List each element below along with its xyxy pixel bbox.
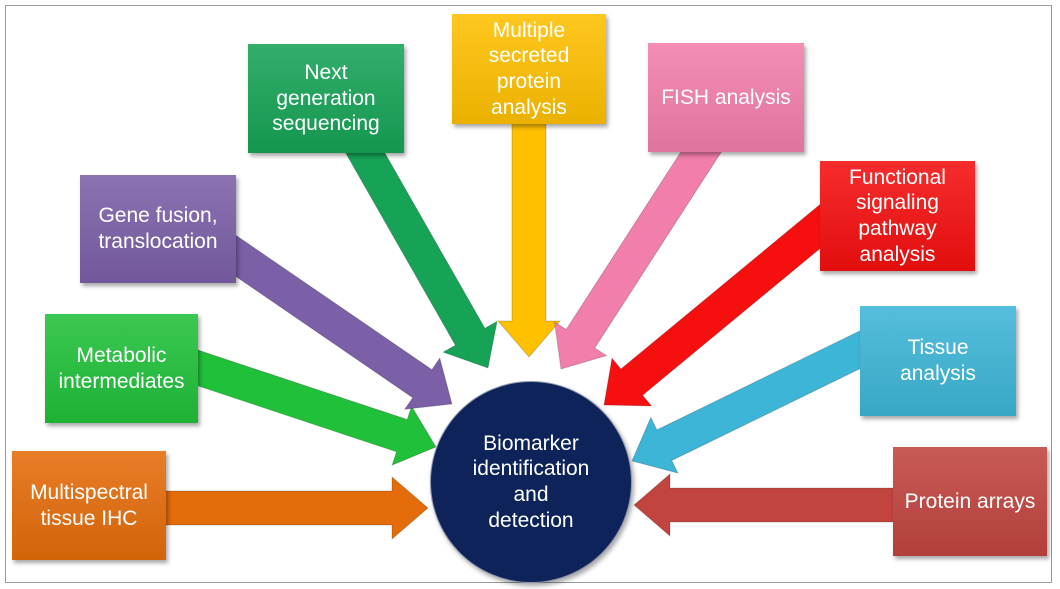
node-label-gene-fusion-translocation: Gene fusion, translocation — [98, 204, 218, 253]
hub-label: Biomarker identification and detection — [472, 431, 590, 532]
node-next-generation-sequencing: Next generation sequencing — [248, 44, 404, 153]
node-label-fish-analysis: FISH analysis — [661, 85, 791, 109]
node-label-multispectral-tissue-ihc: Multispectral tissue IHC — [30, 480, 148, 530]
node-label-next-generation-sequencing: Next generation sequencing — [272, 61, 380, 136]
arrow-metabolic-intermediates — [173, 345, 437, 466]
node-label-multiple-secreted-protein-analysis: Multiple secreted protein analysis — [488, 18, 570, 119]
arrow-multiple-secreted-protein-analysis — [496, 109, 562, 358]
node-functional-signaling-pathway-analysis: Functional signaling pathway analysis — [820, 161, 975, 271]
arrow-multispectral-tissue-ihc — [149, 475, 429, 541]
node-fish-analysis: FISH analysis — [648, 43, 804, 152]
node-protein-arrays: Protein arrays — [893, 447, 1047, 556]
arrow-fish-analysis — [553, 125, 727, 370]
arrow-gene-fusion-translocation — [209, 230, 453, 410]
node-label-protein-arrays: Protein arrays — [904, 489, 1036, 513]
arrow-next-generation-sequencing — [339, 125, 498, 369]
node-label-metabolic-intermediates: Metabolic intermediates — [58, 343, 185, 393]
node-tissue-analysis: Tissue analysis — [860, 306, 1016, 416]
node-gene-fusion-translocation: Gene fusion, translocation — [80, 175, 236, 283]
node-label-tissue-analysis: Tissue analysis — [900, 336, 976, 385]
node-multispectral-tissue-ihc: Multispectral tissue IHC — [12, 451, 166, 560]
arrow-functional-signaling-pathway-analysis — [603, 196, 852, 407]
node-metabolic-intermediates: Metabolic intermediates — [45, 314, 198, 423]
node-multiple-secreted-protein-analysis: Multiple secreted protein analysis — [452, 14, 606, 124]
arrow-tissue-analysis — [631, 324, 889, 474]
arrow-protein-arrays — [633, 472, 906, 538]
node-label-functional-signaling-pathway-analysis: Functional signaling pathway analysis — [849, 165, 946, 266]
biomarker-hub: Biomarker identification and detection — [430, 381, 632, 583]
